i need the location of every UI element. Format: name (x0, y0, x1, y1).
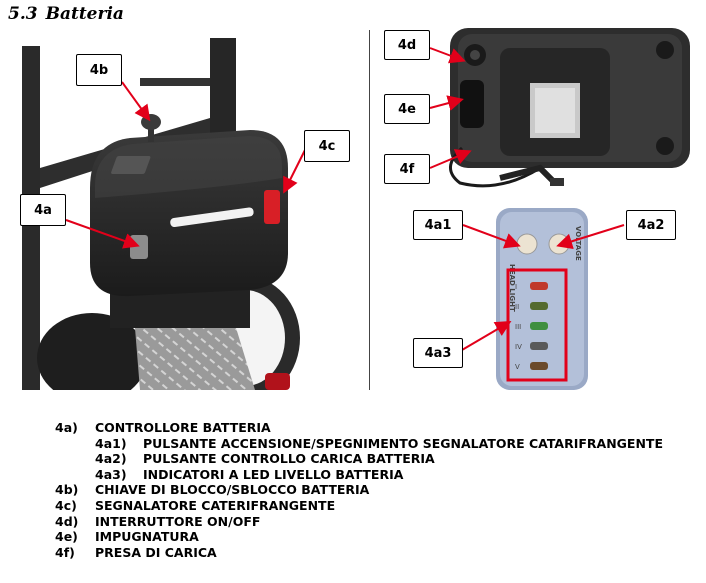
level-label-1: I (515, 283, 517, 291)
callout-arrows (65, 47, 625, 351)
arrow-4f (429, 149, 472, 169)
battery-mounted-photo (22, 38, 300, 390)
callout-4b: 4b (76, 54, 122, 86)
arrow-4c (283, 149, 306, 194)
callout-4a2: 4a2 (626, 210, 676, 240)
level-label-2: II (515, 303, 519, 311)
section-heading: Batteria (45, 4, 124, 24)
legend-row-4d: 4d)INTERRUTTORE ON/OFF (55, 513, 261, 529)
legend-row-4a: 4a)CONTROLLORE BATTERIA (55, 420, 271, 435)
callout-4a1: 4a1 (413, 210, 463, 240)
voltage-label: VOLTAGE (574, 226, 582, 261)
legend-row-4a2: 4a2)PULSANTE CONTROLLO CARICA BATTERIA (95, 451, 435, 467)
callout-4a3: 4a3 (413, 338, 463, 368)
head-light-label: HEAD LIGHT (508, 264, 516, 312)
arrow-4b (121, 81, 151, 122)
legend-row-4c: 4c)SEGNALATORE CATERIFRANGENTE (55, 497, 336, 513)
legend: 4a)CONTROLLORE BATTERIA 4a1)PULSANTE ACC… (55, 420, 663, 560)
callout-4d: 4d (384, 30, 430, 60)
legend-row-4f: 4f)PRESA DI CARICA (55, 544, 217, 560)
legend-row-4b: 4b)CHIAVE DI BLOCCO/SBLOCCO BATTERIA (55, 482, 370, 498)
level-label-5: V (515, 363, 520, 371)
section-number: 5.3 (8, 4, 38, 24)
section-title: 5.3 Batteria (8, 4, 124, 24)
arrow-4d (429, 47, 466, 64)
arrow-4a2 (556, 224, 625, 250)
legend-row-4e: 4e)IMPUGNATURA (55, 529, 199, 545)
battery-rear-photo (449, 28, 690, 188)
arrow-4a3 (461, 320, 512, 351)
level-label-4: IV (515, 343, 522, 351)
legend-row-4a1: 4a1)PULSANTE ACCENSIONE/SPEGNIMENTO SEGN… (95, 435, 664, 451)
callout-4a: 4a (20, 194, 66, 226)
callout-4e: 4e (384, 94, 430, 124)
callout-4c: 4c (304, 130, 350, 162)
arrow-4a1 (462, 224, 521, 249)
legend-row-4a3: 4a3)INDICATORI A LED LIVELLO BATTERIA (95, 466, 404, 482)
arrow-4e (429, 95, 464, 111)
arrow-4a (65, 219, 140, 249)
level-label-3: III (515, 323, 521, 331)
figure-divider (369, 30, 370, 390)
callout-4f: 4f (384, 154, 430, 184)
